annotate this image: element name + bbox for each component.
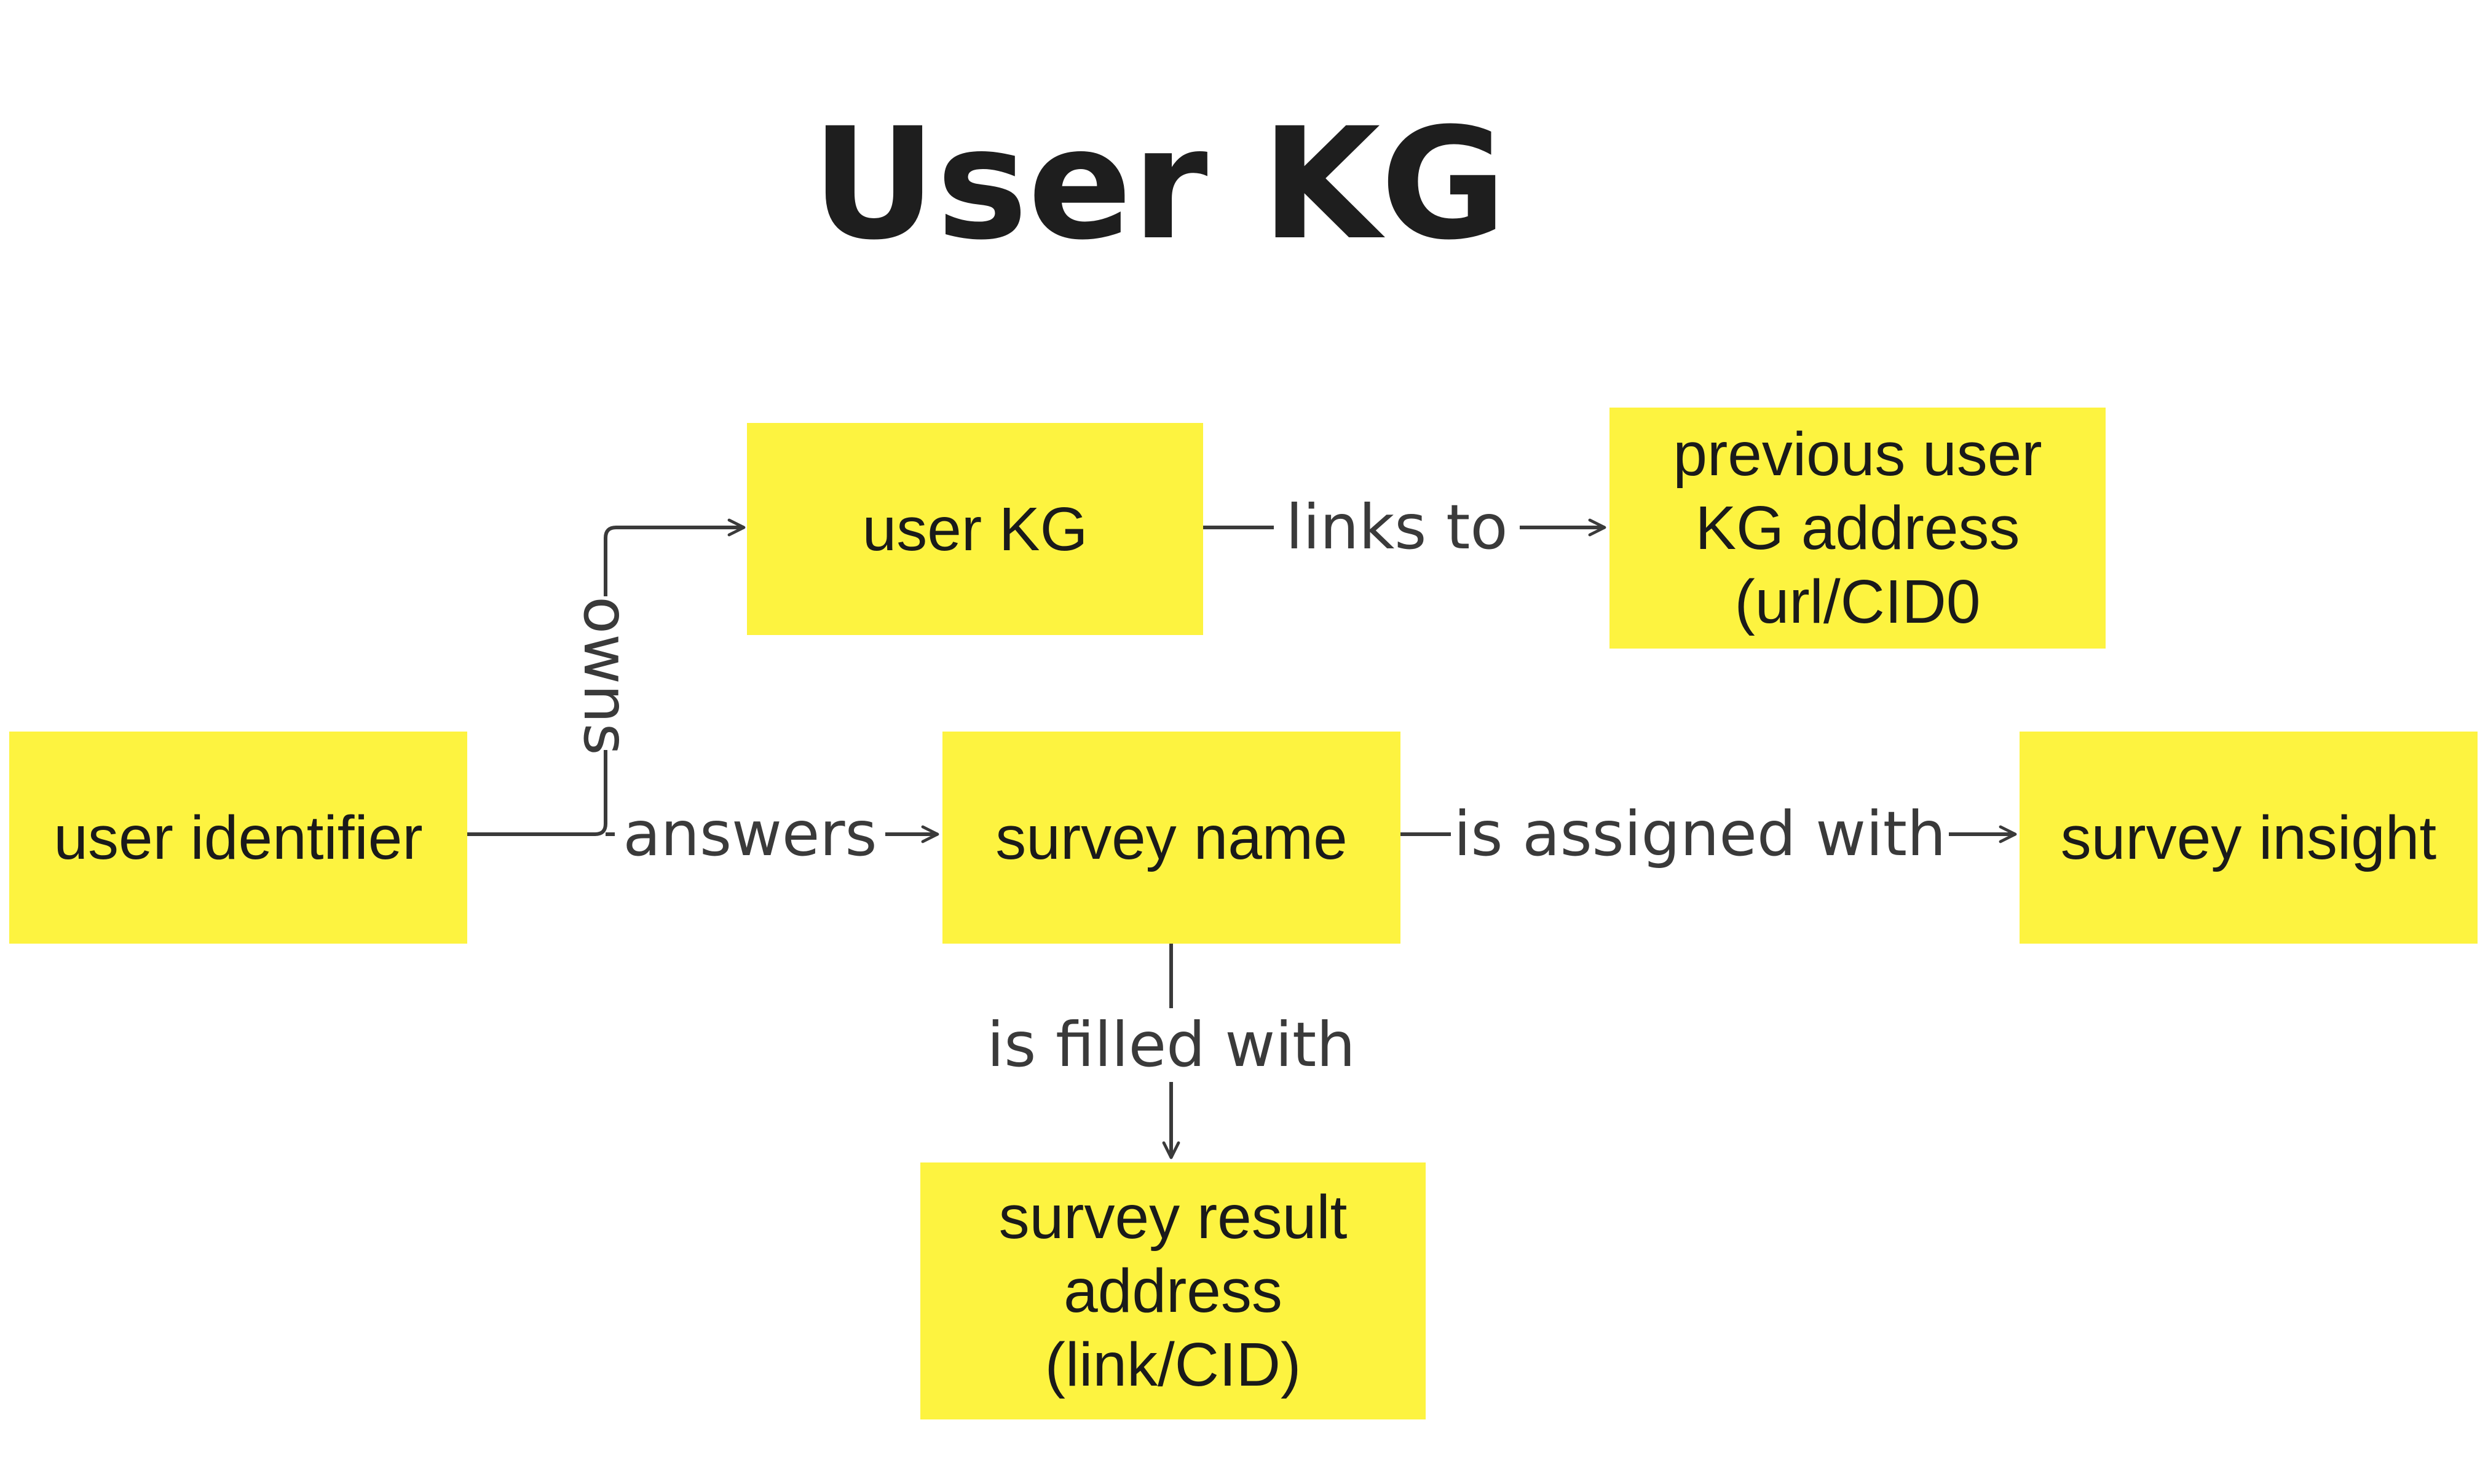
- node-user-kg: user KG: [747, 423, 1203, 635]
- edge-label-owns: owns: [569, 596, 642, 756]
- edge-label-answers: answers: [615, 797, 885, 871]
- node-survey-result-address: survey result address (link/CID): [920, 1162, 1426, 1419]
- node-user-identifier: user identifier: [9, 732, 467, 944]
- node-survey-name: survey name: [942, 732, 1400, 944]
- node-previous-user-kg-address: previous user KG address (url/CID0: [1609, 408, 2106, 649]
- edge-label-links-to: links to: [1274, 491, 1520, 564]
- node-survey-insight: survey insight: [2020, 732, 2478, 944]
- edge-label-is-assigned-with: is assigned with: [1451, 797, 1949, 871]
- diagram-title: User KG: [812, 95, 1507, 274]
- edge-label-is-filled-with: is filled with: [971, 1008, 1371, 1082]
